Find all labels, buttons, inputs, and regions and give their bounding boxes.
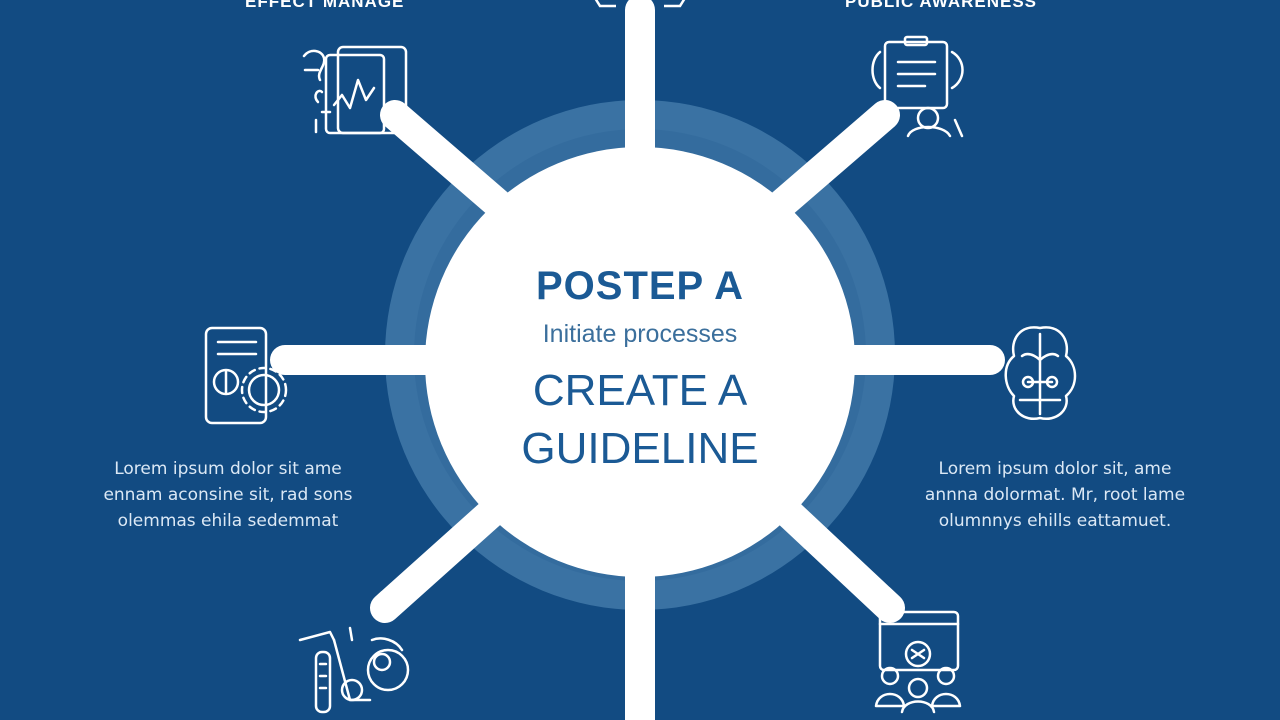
center-disc (425, 147, 855, 577)
spoke-top-left (380, 100, 520, 225)
tablet-chart-icon (302, 45, 408, 135)
top-right-label: PUBLIC AWARENESS (845, 0, 1038, 11)
spoke-bottom-right (765, 490, 905, 623)
left-description-line: olemmas ehila sedemmat (117, 511, 339, 531)
clipboard-icon (594, 0, 686, 8)
lab-equipment-icon (298, 626, 410, 714)
phone-gear-icon (204, 326, 288, 425)
center-subtitle: Initiate processes (542, 320, 738, 348)
left-description-line: ennam aconsine sit, rad sons (103, 485, 353, 505)
center-heading-line1: CREATE A (532, 366, 748, 415)
document-person-icon (871, 35, 964, 138)
right-description-line: annna dolormat. Mr, root lame (924, 485, 1186, 505)
left-description: Lorem ipsum dolor sit ame ennam aconsine… (78, 456, 378, 534)
center-title: POSTEP A (535, 264, 745, 308)
right-description: Lorem ipsum dolor sit, ame annna dolorma… (905, 456, 1205, 534)
right-description-line: Lorem ipsum dolor sit, ame (938, 459, 1172, 479)
spoke-top-right (760, 100, 900, 225)
brain-network-icon (1004, 326, 1077, 421)
top-left-label: EFFECT MANAGE (245, 0, 405, 11)
spokes (270, 0, 1005, 720)
center-heading-line2: GUIDELINE (521, 424, 759, 473)
spoke-bottom-left (370, 490, 515, 623)
right-description-line: olumnnys ehills eattamuet. (938, 511, 1172, 531)
team-monitor-icon (874, 610, 962, 714)
left-description-line: Lorem ipsum dolor sit ame (114, 459, 342, 479)
